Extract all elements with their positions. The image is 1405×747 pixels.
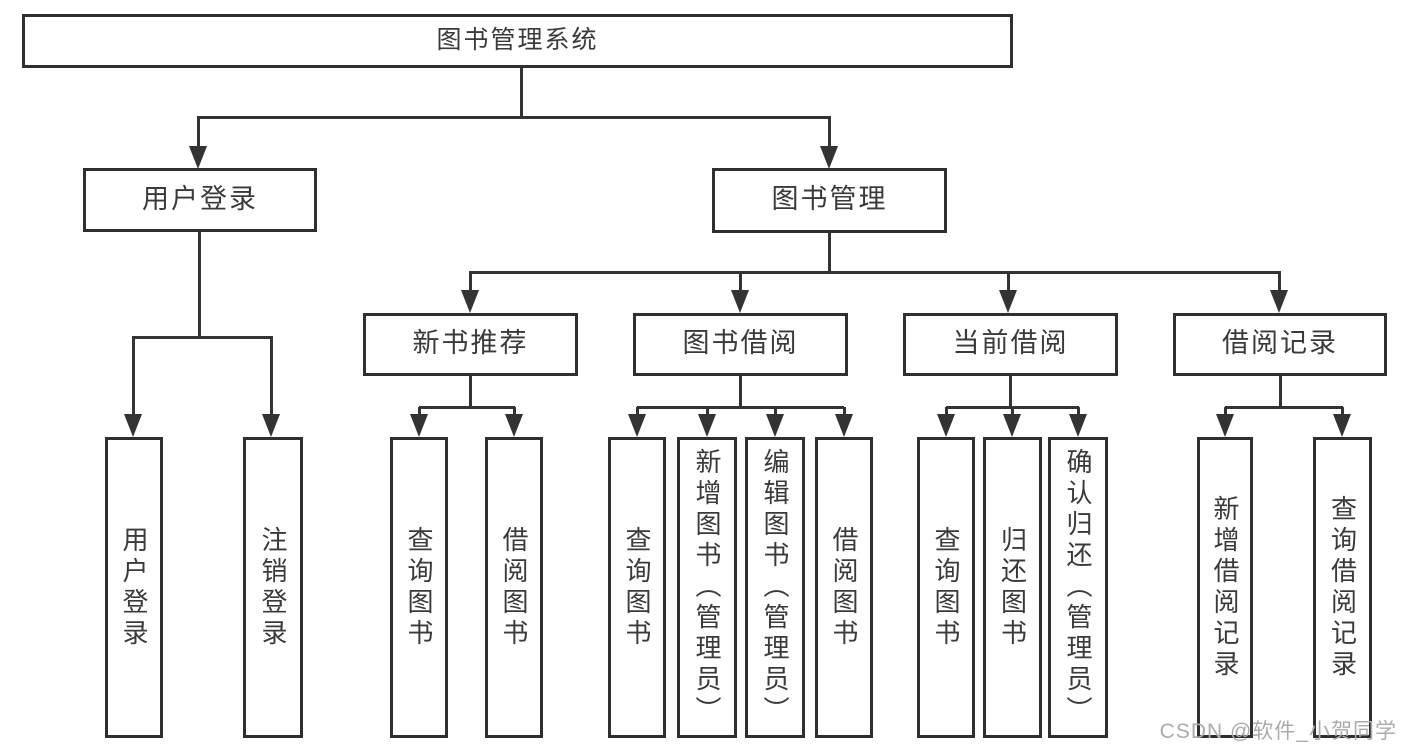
- connector-line: [1340, 407, 1344, 417]
- arrowhead-down-icon: [628, 414, 646, 437]
- node-new-book-rec: 新书推荐: [363, 313, 578, 376]
- connector-line: [637, 405, 844, 409]
- connector-line: [468, 272, 472, 293]
- connector-line: [512, 407, 516, 417]
- node-label: 用户登录: [142, 183, 258, 214]
- connector-line: [827, 233, 831, 273]
- connector-line: [1010, 407, 1014, 417]
- node-label: 查询图书: [931, 525, 961, 650]
- arrowhead-down-icon: [505, 414, 523, 437]
- connector-line: [469, 270, 1281, 274]
- connector-line: [1006, 272, 1010, 293]
- arrowhead-down-icon: [698, 414, 716, 437]
- arrowhead-down-icon: [766, 414, 784, 437]
- arrowhead-down-icon: [461, 290, 479, 313]
- connector-line: [944, 407, 948, 417]
- node-label: 查询借阅记录: [1327, 494, 1358, 681]
- connector-line: [1223, 407, 1227, 417]
- connector-line: [635, 407, 639, 417]
- arrowhead-down-icon: [835, 414, 853, 437]
- connector-line: [738, 376, 742, 408]
- arrowhead-down-icon: [1333, 414, 1351, 437]
- arrowhead-down-icon: [1003, 414, 1021, 437]
- arrowhead-down-icon: [189, 146, 207, 169]
- connector-line: [1225, 405, 1343, 409]
- arrowhead-down-icon: [410, 414, 428, 437]
- connector-line: [1277, 272, 1281, 293]
- connector-line: [468, 376, 472, 408]
- node-v-edit-book: 编辑图书（管理员）: [745, 437, 805, 738]
- node-v-query-book-1: 查询图书: [390, 437, 448, 738]
- node-v-borrow-book-2: 借阅图书: [815, 437, 873, 738]
- arrowhead-down-icon: [262, 414, 280, 437]
- node-label: 新书推荐: [412, 328, 529, 358]
- node-label: 图书借阅: [682, 328, 799, 358]
- connector-line: [773, 407, 777, 417]
- node-v-return-book: 归还图书: [983, 437, 1042, 738]
- node-label: 图书管理: [771, 184, 888, 214]
- connector-line: [196, 117, 200, 150]
- node-v-add-borrow-record: 新增借阅记录: [1197, 437, 1253, 738]
- node-current-borrow: 当前借阅: [903, 313, 1118, 376]
- connector-line: [1008, 376, 1012, 408]
- connector-line: [842, 407, 846, 417]
- node-v-query-book-2: 查询图书: [608, 437, 666, 738]
- node-book-mgmt: 图书管理: [712, 168, 947, 233]
- node-label: 查询图书: [622, 525, 652, 650]
- node-label: 确认归还（管理员）: [1063, 448, 1093, 727]
- arrowhead-down-icon: [124, 414, 142, 437]
- watermark: CSDN @软件_小贺同学: [1159, 720, 1397, 743]
- arrowhead-down-icon: [1069, 414, 1087, 437]
- connector-line: [705, 407, 709, 417]
- node-label: 新增借阅记录: [1210, 494, 1240, 681]
- connector-line: [132, 335, 273, 339]
- node-v-logout: 注销登录: [243, 437, 303, 738]
- connector-line: [417, 407, 421, 417]
- node-label: 当前借阅: [952, 328, 1069, 358]
- node-label: 借阅图书: [499, 525, 529, 650]
- node-v-query-borrow-record: 查询借阅记录: [1313, 437, 1372, 738]
- connector-line: [419, 405, 515, 409]
- connector-line: [269, 337, 273, 416]
- connector-line: [1278, 376, 1282, 408]
- node-v-confirm-return: 确认归还（管理员）: [1048, 437, 1108, 738]
- connector-line: [131, 337, 135, 416]
- connector-line: [827, 117, 831, 150]
- arrowhead-down-icon: [937, 414, 955, 437]
- arrowhead-down-icon: [1216, 414, 1234, 437]
- arrowhead-down-icon: [820, 146, 838, 169]
- node-v-query-book-3: 查询图书: [917, 437, 975, 738]
- node-v-user-login: 用户登录: [105, 437, 163, 738]
- connector-line: [519, 68, 523, 118]
- connector-line: [1076, 407, 1080, 417]
- node-label: 新增图书（管理员）: [692, 448, 722, 727]
- node-label: 借阅记录: [1222, 328, 1338, 358]
- node-root: 图书管理系统: [22, 14, 1013, 68]
- node-label: 编辑图书（管理员）: [760, 448, 790, 727]
- node-book-borrow: 图书借阅: [633, 313, 848, 376]
- arrowhead-down-icon: [1270, 290, 1288, 313]
- node-label: 注销登录: [258, 525, 288, 650]
- node-v-add-book: 新增图书（管理员）: [677, 437, 737, 738]
- node-label: 归还图书: [997, 525, 1028, 650]
- arrowhead-down-icon: [731, 290, 749, 313]
- arrowhead-down-icon: [999, 290, 1017, 313]
- connector-line: [197, 115, 831, 119]
- node-user-login: 用户登录: [83, 168, 317, 232]
- node-v-borrow-book-1: 借阅图书: [485, 437, 543, 738]
- node-label: 图书管理系统: [436, 25, 599, 54]
- connector-line: [738, 272, 742, 293]
- node-label: 用户登录: [119, 525, 149, 650]
- node-label: 查询图书: [404, 525, 434, 650]
- node-borrow-records: 借阅记录: [1173, 313, 1387, 376]
- connector-line: [197, 232, 201, 338]
- node-label: 借阅图书: [829, 525, 859, 650]
